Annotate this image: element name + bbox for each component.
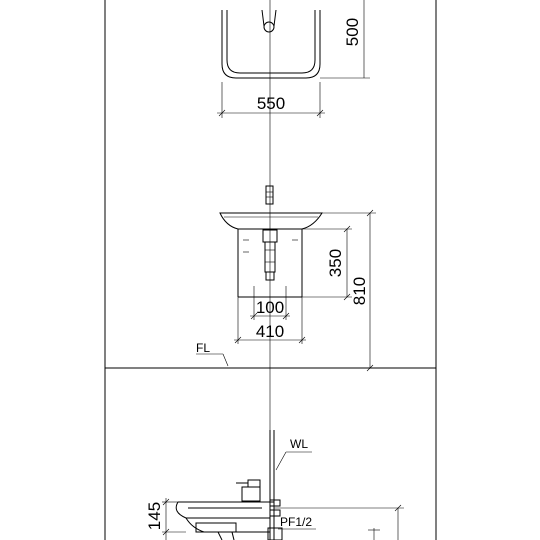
dimension-outlet-height-value: 145: [145, 502, 164, 530]
dimension-basin-width-value: 550: [257, 94, 285, 113]
side-view-dimensions: [274, 504, 404, 540]
dimension-trap-offset: 100: [250, 286, 290, 320]
basin-front-view: [219, 185, 323, 298]
dimension-rim-height-value: 810: [350, 277, 369, 305]
dimension-outlet-height: 145: [145, 498, 186, 540]
basin-top-view: [221, 9, 321, 79]
wall-line-marker: WL: [275, 437, 312, 471]
floor-level-label: FL: [196, 341, 210, 355]
dimension-trap-drop: 350: [302, 225, 352, 301]
dimension-trap-drop-value: 350: [326, 249, 345, 277]
pipe-fitting-marker: PF1/2: [278, 515, 316, 530]
dimension-cabinet-width-value: 410: [256, 322, 284, 341]
drawing-frame: [104, 0, 437, 540]
dimension-basin-width: 550: [217, 82, 325, 118]
floor-level-marker: FL: [196, 341, 229, 367]
dimension-basin-depth: 500: [320, 0, 370, 79]
dimension-rim-height: 810: [322, 209, 376, 372]
pipe-fitting-label: PF1/2: [280, 515, 312, 529]
dimension-cabinet-width: 410: [234, 297, 306, 344]
basin-side-view: [175, 430, 283, 540]
wall-line-label: WL: [290, 437, 308, 451]
dimension-trap-offset-value: 100: [256, 298, 284, 317]
dimension-basin-depth-value: 500: [343, 18, 362, 46]
